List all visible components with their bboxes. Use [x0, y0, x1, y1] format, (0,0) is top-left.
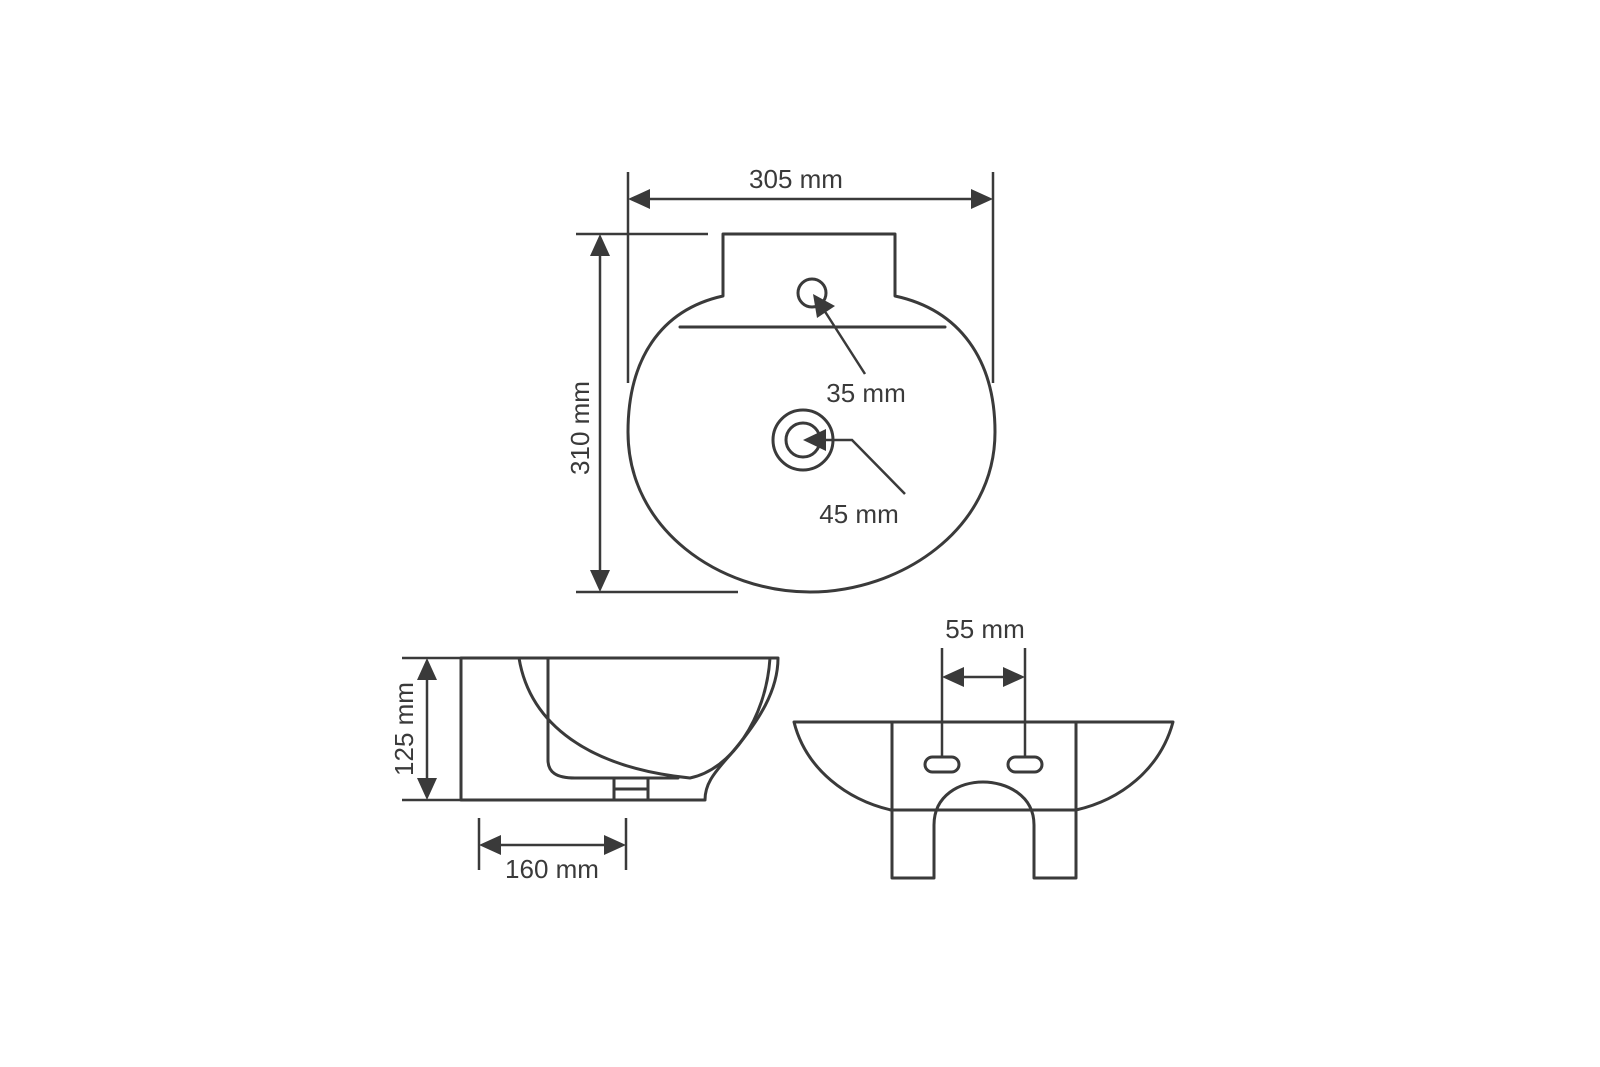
back-view: 55 mm [792, 614, 1175, 880]
width-arrow-right [971, 189, 993, 209]
tap-hole-label: 35 mm [826, 378, 905, 408]
bowl-depth-arrow-right [604, 835, 626, 855]
depth-arrow-bottom [590, 570, 610, 592]
back-view-bowl [792, 720, 1175, 812]
holes-arrow-right [1003, 667, 1025, 687]
tap-hole [796, 277, 828, 309]
tap-hole-leader [822, 309, 867, 375]
top-view: 305 mm 310 mm 35 mm 45 mm [565, 164, 997, 594]
mounting-hole-right [1006, 755, 1044, 774]
side-view: 125 mm 160 mm [389, 656, 780, 884]
side-view-bowl-inner [546, 656, 680, 780]
drain-leader-arrow [803, 429, 826, 451]
back-view-mounting-plate [890, 720, 1078, 880]
width-label: 305 mm [749, 164, 843, 194]
tap-hole-leader-arrow [813, 294, 835, 318]
width-arrow-left [628, 189, 650, 209]
bowl-depth-label: 160 mm [505, 854, 599, 884]
depth-label: 310 mm [565, 381, 595, 475]
drain-label: 45 mm [819, 499, 898, 529]
holes-label: 55 mm [945, 614, 1024, 644]
holes-arrow-left [942, 667, 964, 687]
drain-leader [822, 438, 906, 495]
mounting-hole-left [923, 755, 961, 774]
height-label: 125 mm [389, 682, 419, 776]
bowl-depth-arrow-left [479, 835, 501, 855]
height-arrow-bottom [417, 778, 437, 800]
depth-arrow-top [590, 234, 610, 256]
height-arrow-top [417, 658, 437, 680]
top-view-outline [626, 232, 997, 594]
side-view-bowl-outer [517, 656, 772, 780]
